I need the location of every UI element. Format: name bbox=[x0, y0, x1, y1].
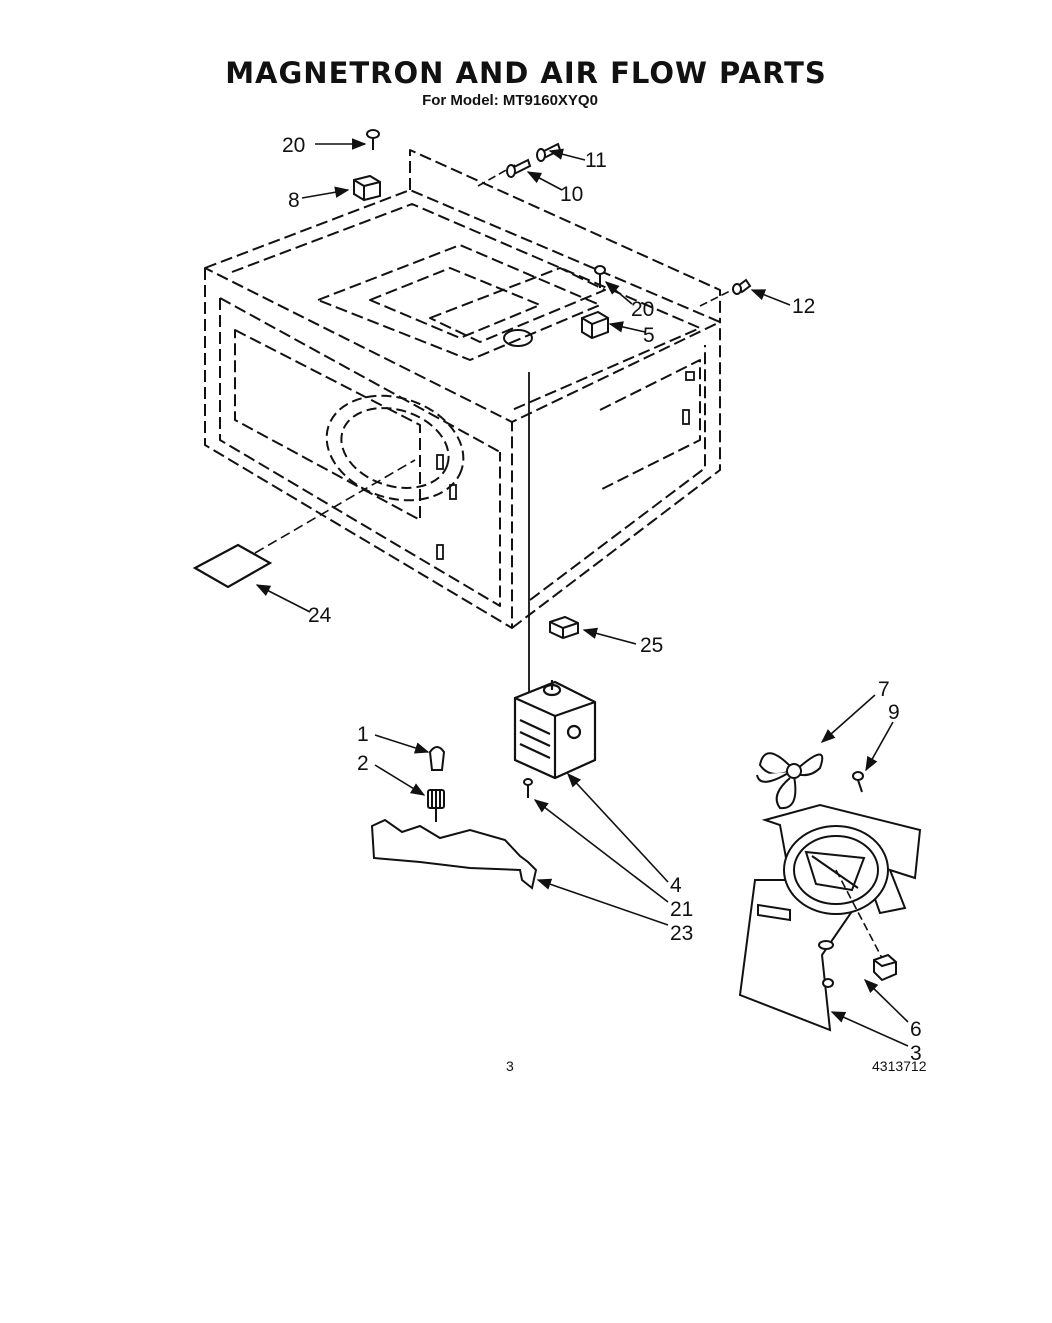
callout-1: 1 bbox=[357, 723, 369, 746]
air-guide-3 bbox=[738, 803, 922, 1032]
air-duct-23 bbox=[370, 818, 538, 890]
screw-12 bbox=[732, 278, 752, 295]
thermal-cap-1 bbox=[428, 746, 446, 771]
callout-4: 4 bbox=[670, 874, 682, 897]
callout-23: 23 bbox=[670, 922, 693, 945]
callout-10: 10 bbox=[560, 183, 583, 206]
turntable-outline bbox=[325, 394, 465, 502]
screw-10-leader bbox=[477, 164, 516, 187]
clip-8 bbox=[353, 174, 381, 202]
screw-9 bbox=[852, 771, 864, 793]
callout-5: 5 bbox=[643, 324, 655, 347]
page-number: 3 bbox=[506, 1058, 514, 1074]
callout-7: 7 bbox=[878, 678, 890, 701]
gasket-24 bbox=[192, 543, 273, 589]
document-number: 4313712 bbox=[872, 1058, 927, 1074]
clip-6 bbox=[873, 953, 897, 982]
screw-21 bbox=[523, 778, 533, 798]
callout-3: 3 bbox=[910, 1042, 922, 1065]
air-guide-leader-line bbox=[835, 869, 883, 959]
callout-9: 9 bbox=[888, 701, 900, 724]
top-vent-hole bbox=[503, 329, 533, 347]
screw-12-leader bbox=[699, 286, 739, 307]
microwave-cavity-outline bbox=[204, 149, 721, 629]
screw-10 bbox=[506, 158, 532, 178]
screw-20-right bbox=[594, 265, 606, 288]
clip-5 bbox=[581, 310, 609, 340]
thermostat-2 bbox=[427, 789, 445, 822]
spacer-block-25 bbox=[549, 615, 579, 640]
callout-6: 6 bbox=[910, 1018, 922, 1041]
fan-blade-7 bbox=[756, 752, 824, 810]
callout-20-right: 20 bbox=[631, 298, 654, 321]
callout-11: 11 bbox=[585, 149, 607, 172]
callout-21: 21 bbox=[670, 898, 693, 921]
callout-20-top-left: 20 bbox=[282, 134, 305, 157]
page-title: MAGNETRON AND AIR FLOW PARTS bbox=[225, 56, 827, 90]
screw-20-top-left bbox=[366, 129, 380, 150]
callout-arrows bbox=[255, 138, 909, 1047]
callout-2: 2 bbox=[357, 752, 369, 775]
callout-8: 8 bbox=[288, 189, 300, 212]
callout-24: 24 bbox=[308, 604, 332, 627]
magnetron-4 bbox=[513, 680, 597, 780]
gasket-leader-line bbox=[254, 459, 416, 554]
callout-12: 12 bbox=[792, 295, 815, 318]
side-slots bbox=[436, 371, 695, 560]
callout-25: 25 bbox=[640, 634, 663, 657]
model-number-line: For Model: MT9160XYQ0 bbox=[422, 92, 598, 109]
